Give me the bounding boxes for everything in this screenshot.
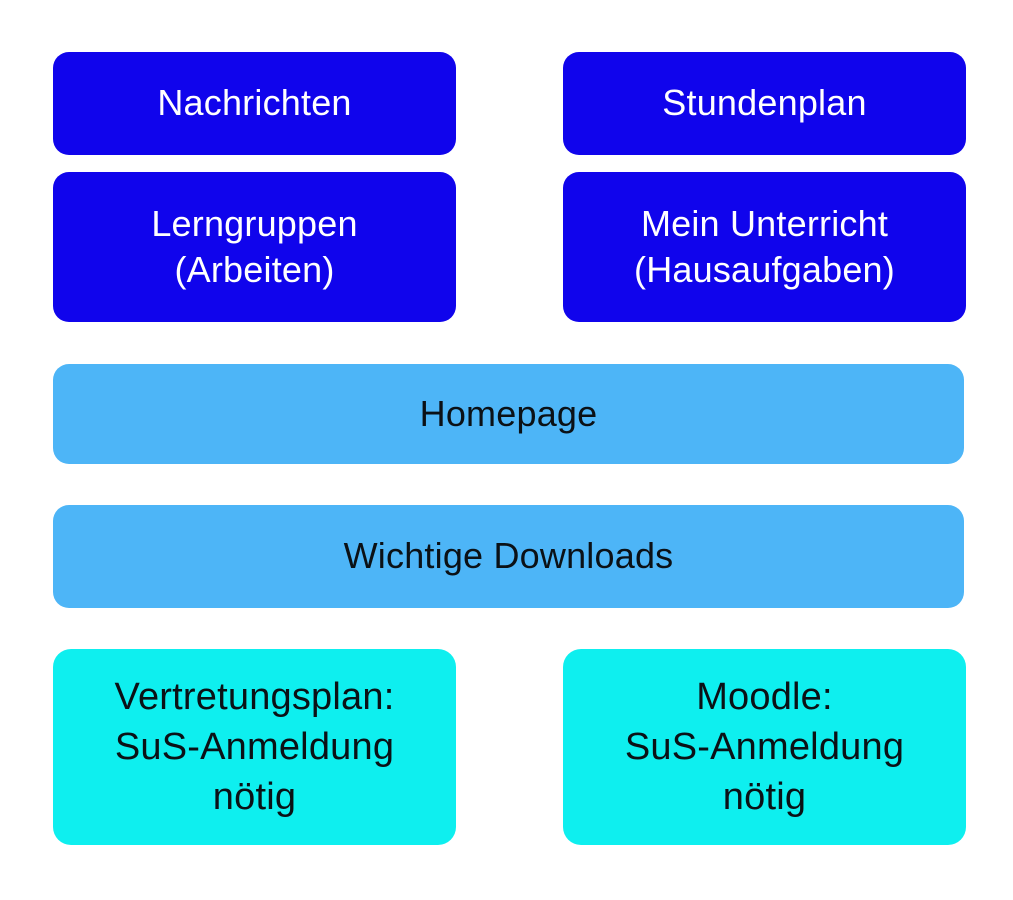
tile-homepage[interactable]: Homepage xyxy=(53,364,964,464)
tile-nachrichten[interactable]: Nachrichten xyxy=(53,52,456,155)
tile-stundenplan[interactable]: Stundenplan xyxy=(563,52,966,155)
tile-lerngruppen-arbeiten[interactable]: Lerngruppen (Arbeiten) xyxy=(53,172,456,322)
tile-mein-unterricht-hausaufgaben[interactable]: Mein Unterricht (Hausaufgaben) xyxy=(563,172,966,322)
tile-vertretungsplan[interactable]: Vertretungsplan: SuS-Anmeldung nötig xyxy=(53,649,456,845)
tile-wichtige-downloads[interactable]: Wichtige Downloads xyxy=(53,505,964,608)
tile-moodle[interactable]: Moodle: SuS-Anmeldung nötig xyxy=(563,649,966,845)
